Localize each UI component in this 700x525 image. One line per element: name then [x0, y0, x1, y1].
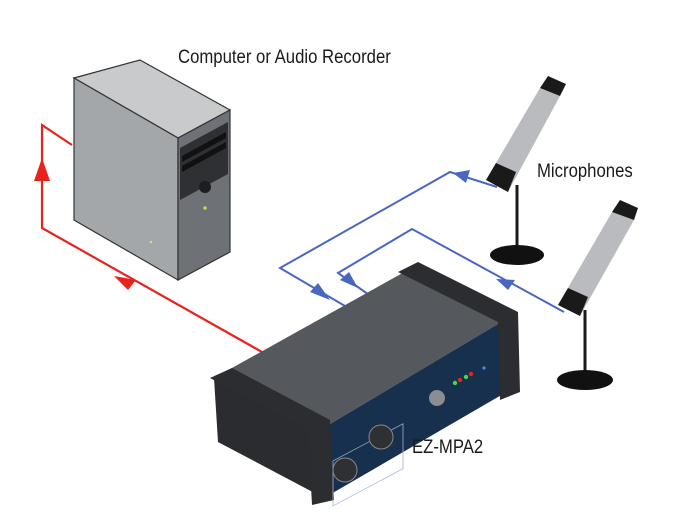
output-arrow-up — [34, 158, 50, 181]
microphones-label: Microphones — [537, 161, 633, 182]
input-arrow-2a — [496, 279, 515, 290]
microphone-1 — [486, 76, 566, 265]
device-label: EZ-MPA2 — [412, 437, 484, 458]
input-arrow-1a — [453, 170, 470, 183]
computer-label: Computer or Audio Recorder — [178, 47, 391, 68]
ez-mpa2-device — [210, 262, 520, 507]
output-arrow-diag — [114, 276, 136, 290]
microphone-2 — [557, 200, 638, 390]
input-arrow-1b — [310, 283, 330, 300]
computer-tower — [72, 59, 232, 282]
input-arrow-2b — [340, 272, 358, 288]
